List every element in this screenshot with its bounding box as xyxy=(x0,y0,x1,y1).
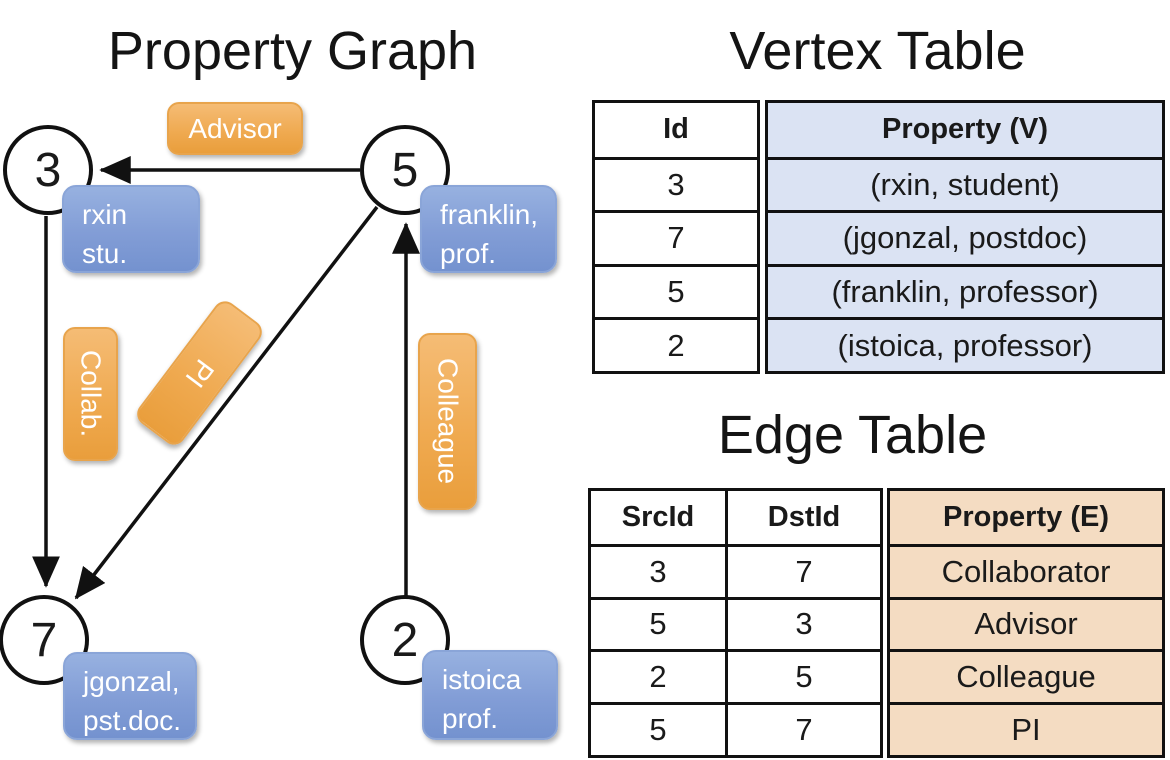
edge-label-collab: Collab. xyxy=(63,327,118,461)
edge-label-colleague: Colleague xyxy=(418,333,477,510)
vertex-property-line: rxin xyxy=(82,199,128,230)
vertex-id-cell: 7 xyxy=(667,220,685,256)
table-row: PI xyxy=(890,702,1162,755)
vertex-id-cell: 2 xyxy=(667,327,685,363)
edge-srcid-cell: 5 xyxy=(591,705,728,755)
edge-label-advisor: Advisor xyxy=(167,102,303,155)
table-row: (franklin, professor) xyxy=(768,263,1162,318)
table-row: 3 xyxy=(595,156,757,211)
node-id-5: 5 xyxy=(391,143,419,197)
table-row: (jgonzal, postdoc) xyxy=(768,210,1162,264)
vertex-property-box-5: franklin, prof. xyxy=(420,185,557,273)
vertex-table-header-id: Id xyxy=(663,113,689,146)
edge-table-id-columns: SrcId DstId 3 7 5 3 2 5 5 7 xyxy=(588,488,883,758)
node-id-3: 3 xyxy=(34,143,62,197)
vertex-property-box-2: istoica prof. xyxy=(422,650,558,740)
node-id-7: 7 xyxy=(30,613,58,667)
edge-property-cell: Advisor xyxy=(974,606,1078,642)
vertex-property-box-3: rxin stu. xyxy=(62,185,200,273)
edge-srcid-cell: 2 xyxy=(591,652,728,703)
vertex-property-line: prof. xyxy=(440,238,497,270)
edge-property-cell: PI xyxy=(1011,712,1041,748)
edge-pi-5-to-7 xyxy=(74,205,379,600)
table-row: 2 5 xyxy=(591,649,880,703)
node-id-2: 2 xyxy=(391,613,419,667)
edge-table-title: Edge Table xyxy=(717,405,988,465)
table-row: (istoica, professor) xyxy=(768,317,1162,371)
vertex-property-line: franklin, xyxy=(440,199,539,230)
vertex-table-title: Vertex Table xyxy=(729,21,1026,81)
edge-dstid-cell: 7 xyxy=(795,553,813,589)
table-row: 5 3 xyxy=(591,596,880,650)
edge-property-cell: Colleague xyxy=(956,659,1096,695)
edge-table-property-column: Property (E) Collaborator Advisor Collea… xyxy=(887,488,1165,758)
vertex-table-header-property: Property (V) xyxy=(882,113,1048,146)
edge-dstid-cell: 5 xyxy=(795,659,813,695)
edge-table-header-dstid: DstId xyxy=(767,500,841,533)
vertex-property-line: pst.doc. xyxy=(83,705,182,737)
table-row: 3 7 xyxy=(591,543,880,597)
graph-edges-layer xyxy=(32,156,420,600)
vertex-property-cell: (istoica, professor) xyxy=(837,327,1093,363)
vertex-property-cell: (jgonzal, postdoc) xyxy=(842,220,1088,256)
vertex-id-cell: 5 xyxy=(667,274,685,310)
vertex-id-cell: 3 xyxy=(667,166,685,202)
table-row: 7 xyxy=(595,210,757,264)
edge-srcid-cell: 3 xyxy=(591,546,728,597)
node-circle-5: 5 xyxy=(360,125,450,215)
vertex-table-id-column: Id 3 7 5 2 xyxy=(592,100,760,374)
table-row: (rxin, student) xyxy=(768,156,1162,211)
vertex-property-line: prof. xyxy=(442,703,499,735)
vertex-table-property-column: Property (V) (rxin, student) (jgonzal, p… xyxy=(765,100,1165,374)
vertex-property-line: istoica xyxy=(442,664,522,695)
node-circle-2: 2 xyxy=(360,595,450,685)
edge-dstid-cell: 3 xyxy=(795,606,813,642)
vertex-property-cell: (rxin, student) xyxy=(870,166,1060,202)
edge-table-header-property: Property (E) xyxy=(943,500,1109,533)
vertex-property-cell: (franklin, professor) xyxy=(831,274,1099,310)
property-graph-title: Property Graph xyxy=(107,21,478,81)
vertex-property-line: jgonzal, xyxy=(83,666,180,697)
vertex-property-box-7: jgonzal, pst.doc. xyxy=(63,652,197,740)
table-row: 5 7 xyxy=(591,702,880,755)
table-row: 5 xyxy=(595,263,757,318)
edge-srcid-cell: 5 xyxy=(591,599,728,650)
vertex-property-line: stu. xyxy=(82,238,128,270)
table-row: Advisor xyxy=(890,596,1162,650)
table-row: Collaborator xyxy=(890,543,1162,597)
table-row: 2 xyxy=(595,317,757,371)
table-row: Colleague xyxy=(890,649,1162,702)
edge-dstid-cell: 7 xyxy=(795,712,813,748)
edge-table-header-srcid: SrcId xyxy=(591,491,728,544)
edge-property-cell: Collaborator xyxy=(941,553,1111,589)
